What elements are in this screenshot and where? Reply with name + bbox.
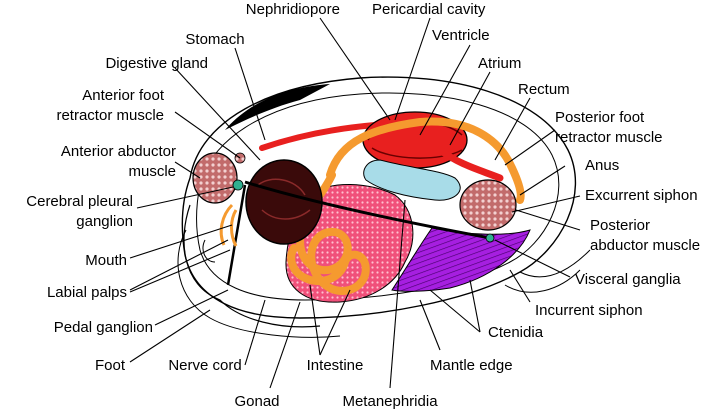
label-posterior-foot-retractor-2: retractor muscle [555,129,663,146]
label-nephridiopore: Nephridiopore [246,1,340,18]
label-metanephridia: Metanephridia [342,393,438,410]
label-anterior-abductor-2: muscle [128,163,176,180]
label-intestine: Intestine [307,357,364,374]
label-anus: Anus [585,157,619,174]
label-posterior-abductor-1: Posterior [590,217,650,234]
metanephridia [363,159,461,201]
label-ventricle: Ventricle [432,27,490,44]
ctenidia [391,227,531,292]
label-labial-palps: Labial palps [47,284,127,301]
label-digestive-gland: Digestive gland [105,55,208,72]
nerve-cord [244,180,491,240]
cerebral-pleural-ganglion [232,179,244,191]
label-nerve-cord: Nerve cord [168,357,241,374]
label-pedal-ganglion: Pedal ganglion [54,319,153,336]
label-cerebral-pleural-2: ganglion [76,213,133,230]
label-incurrent-siphon: Incurrent siphon [535,302,643,319]
anterior-abductor-muscle [192,152,238,204]
label-gonad: Gonad [234,393,279,410]
label-visceral-ganglia: Visceral ganglia [575,271,681,288]
label-anterior-abductor-1: Anterior abductor [61,143,176,160]
visceral-ganglia [485,233,495,243]
label-mantle-edge: Mantle edge [430,357,513,374]
label-anterior-foot-retractor-1: Anterior foot [82,87,165,104]
labial-palps [219,203,238,247]
label-posterior-foot-retractor-1: Posterior foot [555,109,645,126]
anterior-foot-retractor-muscle [259,122,378,151]
label-ctenidia: Ctenidia [488,324,544,341]
label-pericardial-cavity: Pericardial cavity [372,1,486,18]
label-excurrent-siphon: Excurrent siphon [585,187,698,204]
shell-outline [177,76,591,338]
digestive-gland [245,159,323,245]
label-cerebral-pleural-1: Cerebral pleural [26,193,133,210]
label-stomach: Stomach [185,31,244,48]
posterior-abductor-muscle [459,179,517,231]
leader-lines [129,17,581,389]
label-rectum: Rectum [518,81,570,98]
intestine [287,171,370,295]
pedal-nerve [226,184,247,286]
label-mouth: Mouth [85,252,127,269]
label-foot: Foot [95,357,126,374]
label-anterior-foot-retractor-2: retractor muscle [56,107,164,124]
label-atrium: Atrium [478,55,521,72]
label-posterior-abductor-2: abductor muscle [590,237,700,254]
rectum [326,117,525,204]
